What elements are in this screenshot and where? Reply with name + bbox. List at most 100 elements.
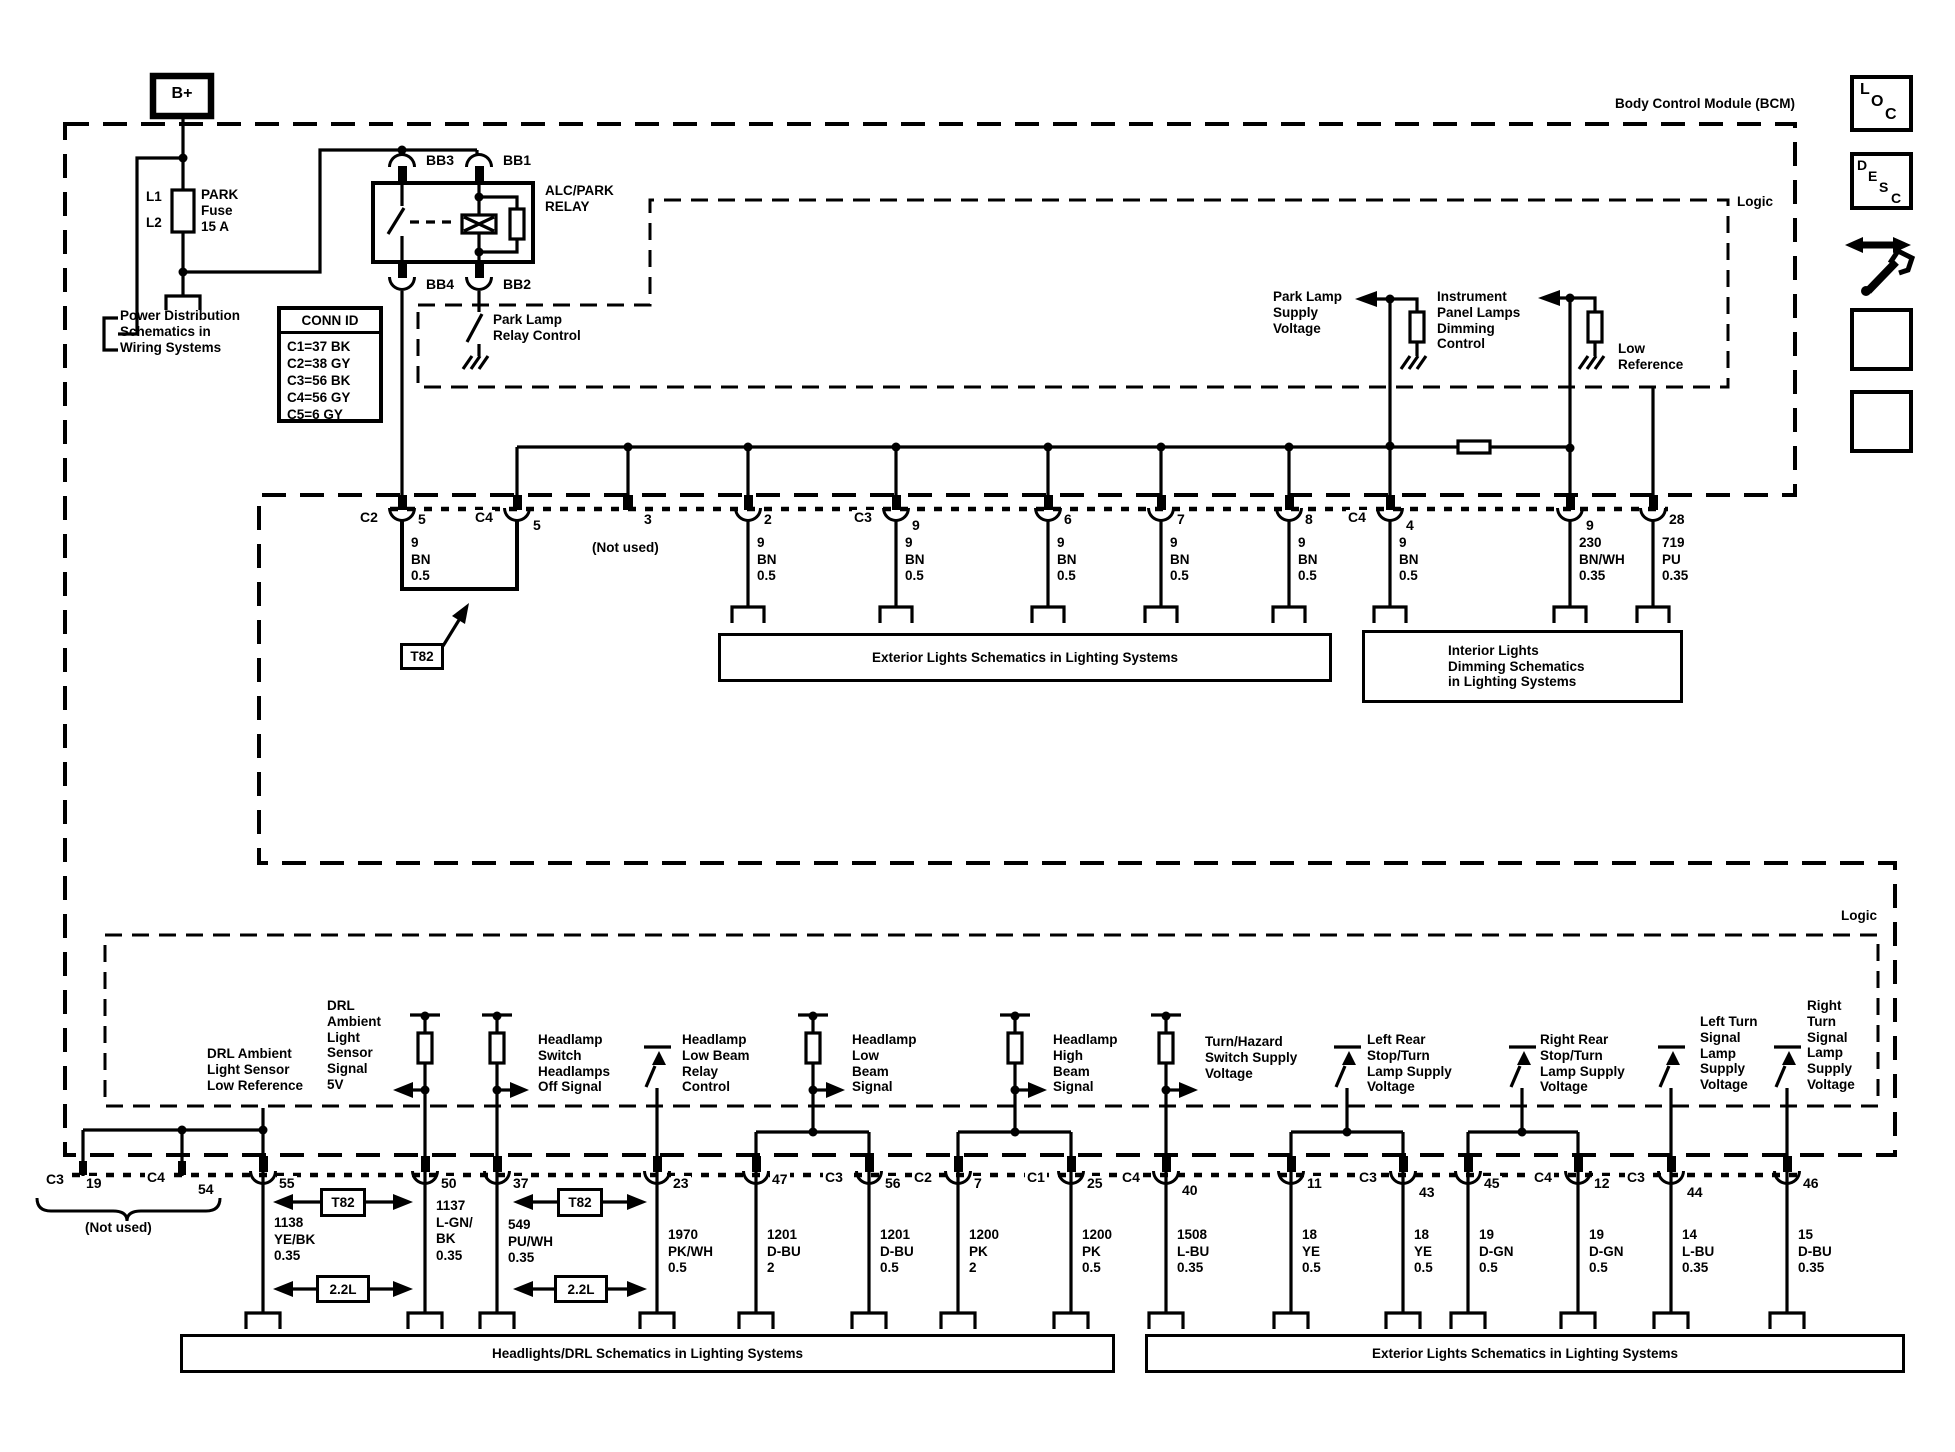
back-arrow-box[interactable] [1850,390,1913,453]
connector-stub [475,166,484,183]
connector-stub [1161,1156,1171,1172]
signal-label-7: Left Rear Stop/Turn Lamp Supply Voltage [1367,1032,1452,1095]
connector-stub [1463,1156,1473,1172]
battery-feed-box [149,72,215,120]
relay-name: ALC/PARK RELAY [545,183,614,214]
signal-label-2: Headlamp Switch Headlamps Off Signal [538,1032,611,1095]
pin-number: 25 [1085,1175,1105,1192]
wire-label: 9 BN 0.5 [757,535,777,583]
forward-arrow-box[interactable] [1850,308,1913,371]
wire-label: 719 PU 0.35 [1662,535,1689,583]
signal-label-3: Headlamp Low Beam Relay Control [682,1032,750,1095]
wire-label: 1200 PK 0.5 [1082,1227,1113,1275]
pin-number: 45 [1482,1175,1502,1192]
pin-number: 46 [1801,1175,1821,1192]
desc-letter: C [1891,190,1902,206]
signal-label-9: Left Turn Signal Lamp Supply Voltage [1700,1014,1758,1093]
wire-label: 9 BN 0.5 [1298,535,1318,583]
connector-stub [492,1156,502,1172]
connector-stub [1648,495,1658,510]
wire-label: 230 BN/WH 0.35 [1579,535,1625,583]
connector-id: C4 [473,509,495,526]
pin-number: 8 [1303,511,1315,528]
desc-letter: S [1879,179,1889,195]
connector-stub [1066,1156,1076,1172]
wire-label: 14 L-BU 0.35 [1682,1227,1715,1275]
conn-id-title: CONN ID [281,313,379,334]
loc-letter: O [1871,93,1884,110]
connector-stub [420,1156,430,1172]
exterior-lights-ref-box: Exterior Lights Schematics in Lighting S… [718,633,1332,682]
pin-number: 55 [277,1175,297,1192]
connector-stub [258,1156,268,1172]
page-title: Body Control Module (BCM) [1615,96,1795,111]
connector-stub [1398,1156,1408,1172]
pin-number: 9 [1584,517,1596,534]
signal-label-6: Turn/Hazard Switch Supply Voltage [1205,1034,1298,1081]
connector-id: C4 [145,1169,167,1186]
connector-stub [1284,495,1294,510]
pin-number: 4 [1404,517,1416,534]
loc-letter: C [1885,106,1897,123]
wire-label: 9 BN 0.5 [411,535,431,583]
not-used-note: (Not used) [592,540,659,555]
wire-label: 9 BN 0.5 [1057,535,1077,583]
connector-stub [475,261,484,278]
connector-arc [465,153,493,167]
connector-stub [743,495,753,510]
exterior-lights-ref-box-2: Exterior Lights Schematics in Lighting S… [1145,1334,1905,1373]
wire-label: 9 BN 0.5 [1170,535,1190,583]
connector-stub [953,1156,963,1172]
not-used-note: (Not used) [85,1220,152,1235]
pin-BB1-label: BB1 [503,152,532,168]
wire-label: 549 PU/WH 0.35 [508,1217,553,1265]
pin-number: 50 [439,1175,459,1192]
pin-number: 28 [1667,511,1687,528]
wire-label: 18 YE 0.5 [1414,1227,1433,1275]
fuse-pin-l1: L1 [146,189,162,204]
pin-BB4-label: BB4 [426,276,455,292]
connector-stub [1782,1156,1792,1172]
bcm-boundary [63,122,1897,1157]
splice-t82-tag-left: T82 [320,1188,366,1217]
connector-id: C3 [823,1169,845,1186]
pin-number: 5 [416,511,428,528]
logic-label-bottom: Logic [1841,908,1877,923]
pin-number: 23 [671,1175,691,1192]
wrench-icon[interactable] [1845,237,1916,296]
wire-label: 18 YE 0.5 [1302,1227,1321,1275]
headlights-drl-ref-box: Headlights/DRL Schematics in Lighting Sy… [180,1334,1115,1373]
connector-id: C4 [1120,1169,1142,1186]
ip-dimming-label: Instrument Panel Lamps Dimming Control [1437,289,1521,352]
connector-stub [891,495,901,510]
signal-label-4: Headlamp Low Beam Signal [852,1032,917,1095]
pin-number: 56 [883,1175,903,1192]
interior-lights-ref-box: Interior Lights Dimming Schematics in Li… [1362,630,1683,703]
wire-label: 1200 PK 2 [969,1227,1000,1275]
connector-id: C2 [358,509,380,526]
logic-box-top [416,198,1730,389]
connector-id: C1 [1025,1169,1047,1186]
junction-dots [177,145,1575,1137]
signal-label-1: DRL Ambient Light Sensor Signal 5V [327,998,381,1092]
pin-number: 7 [972,1175,984,1192]
pin-number: 44 [1685,1184,1705,1201]
wires [35,114,1806,1329]
wire-label: 19 D-GN 0.5 [1589,1227,1624,1275]
connector-stub [1565,495,1575,510]
wire-label: 1137 L-GN/ BK 0.35 [436,1198,473,1263]
wire-label: 1138 YE/BK 0.35 [274,1215,316,1263]
pin-BB2-label: BB2 [503,276,532,292]
wire-label: 9 BN 0.5 [905,535,925,583]
pin-BB3-label: BB3 [426,152,455,168]
wire-label: 1201 D-BU 2 [767,1227,801,1275]
low-reference-label: Low Reference [1618,341,1684,372]
connector-id: C3 [1357,1169,1379,1186]
pin-number: 3 [642,511,654,528]
fuse-name: PARK Fuse 15 A [201,187,239,234]
pin-54-label: 54 [196,1181,216,1198]
b-plus-label: B+ [171,85,193,102]
